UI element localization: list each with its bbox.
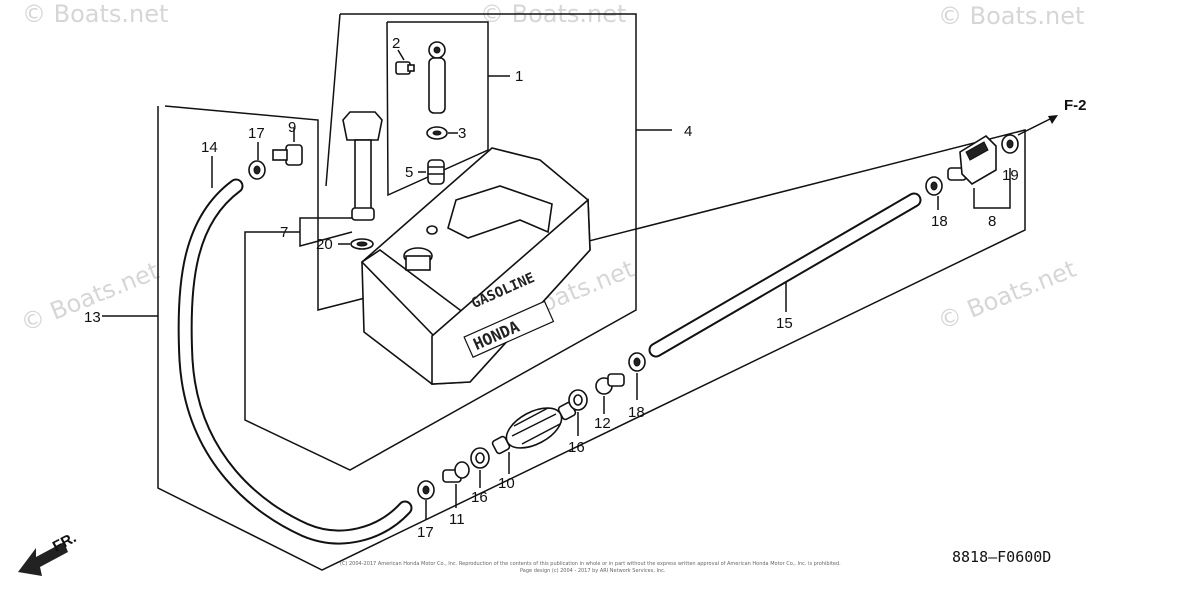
fuel-tank: GASOLINE HONDA [360, 147, 591, 385]
callout-9: 9 [288, 119, 296, 136]
callout-14: 14 [201, 139, 218, 156]
callout-5: 5 [405, 164, 413, 181]
callout-4: 4 [684, 123, 692, 140]
callout-7: 7 [280, 224, 288, 241]
washer-part-17-top [248, 160, 266, 180]
front-direction-arrow-icon [18, 542, 68, 576]
reference-arrow-line [1017, 117, 1053, 136]
connector-part-8 [947, 134, 997, 186]
washer-part-20 [350, 238, 374, 250]
screw-part-2 [395, 61, 415, 75]
callout-18-upper: 18 [931, 213, 948, 230]
group-outline-gauge [386, 21, 489, 197]
leader-line [299, 217, 352, 232]
callout-10: 10 [498, 475, 515, 492]
washer-part-18-lower [628, 352, 646, 372]
watermark: © Boats.net [22, 0, 168, 28]
callout-1: 1 [515, 68, 523, 85]
group-outline-fuel-line [157, 105, 1026, 571]
leader-line [973, 168, 1011, 209]
washer-part-18-upper [925, 176, 943, 196]
primer-bulb-part-10 [491, 401, 577, 455]
callout-2: 2 [392, 35, 400, 52]
reference-arrow-icon [1048, 115, 1058, 124]
group-outline-tank [244, 13, 637, 471]
callout-16-top: 16 [568, 439, 585, 456]
leader-line [299, 231, 353, 247]
hose-part-14 [177, 178, 413, 545]
gauge-tube-part [428, 41, 446, 114]
footer-page-design: Page design (c) 2004 - 2017 by ARI Netwo… [520, 568, 666, 574]
callout-11: 11 [449, 511, 465, 528]
washer-part-3 [426, 126, 448, 140]
valve-part-12 [595, 373, 625, 395]
gauge-assembly [395, 41, 458, 185]
watermark: © Boats.net [934, 255, 1080, 336]
clamp-part-16-top [568, 389, 588, 411]
footer-copyright: (C) 2004-2017 American Honda Motor Co., … [340, 561, 841, 567]
hose-inner [650, 194, 920, 356]
callout-19: 19 [1002, 167, 1019, 184]
watermark: © Boats.net [938, 2, 1084, 30]
callout-16-bottom: 16 [471, 489, 488, 506]
callout-8: 8 [988, 213, 996, 230]
hose-inner [179, 180, 411, 543]
callout-13: 13 [84, 309, 101, 326]
reference-label: F-2 [1064, 97, 1087, 114]
washer-part-17-bottom [417, 480, 435, 500]
callout-12: 12 [594, 415, 611, 432]
callout-labels: 1 2 3 4 5 7 8 9 10 11 12 13 14 15 16 16 … [84, 35, 1019, 541]
callout-17-top: 17 [248, 125, 265, 142]
callout-3: 3 [458, 125, 466, 142]
pickup-tube-part-7 [342, 111, 383, 221]
oring-part-19 [1001, 134, 1019, 154]
callout-15: 15 [776, 315, 793, 332]
callout-17-bottom: 17 [417, 524, 434, 541]
outline-edge [325, 13, 341, 187]
valve-part-11 [442, 461, 470, 483]
diagram-code: 8818—F0600D [952, 548, 1051, 566]
callout-18-lower: 18 [628, 404, 645, 421]
leader-line [397, 49, 405, 61]
float-part-5 [427, 159, 445, 185]
fitting-part-9 [272, 144, 303, 166]
callout-20: 20 [316, 236, 333, 253]
clamp-part-16-bottom [470, 447, 490, 469]
